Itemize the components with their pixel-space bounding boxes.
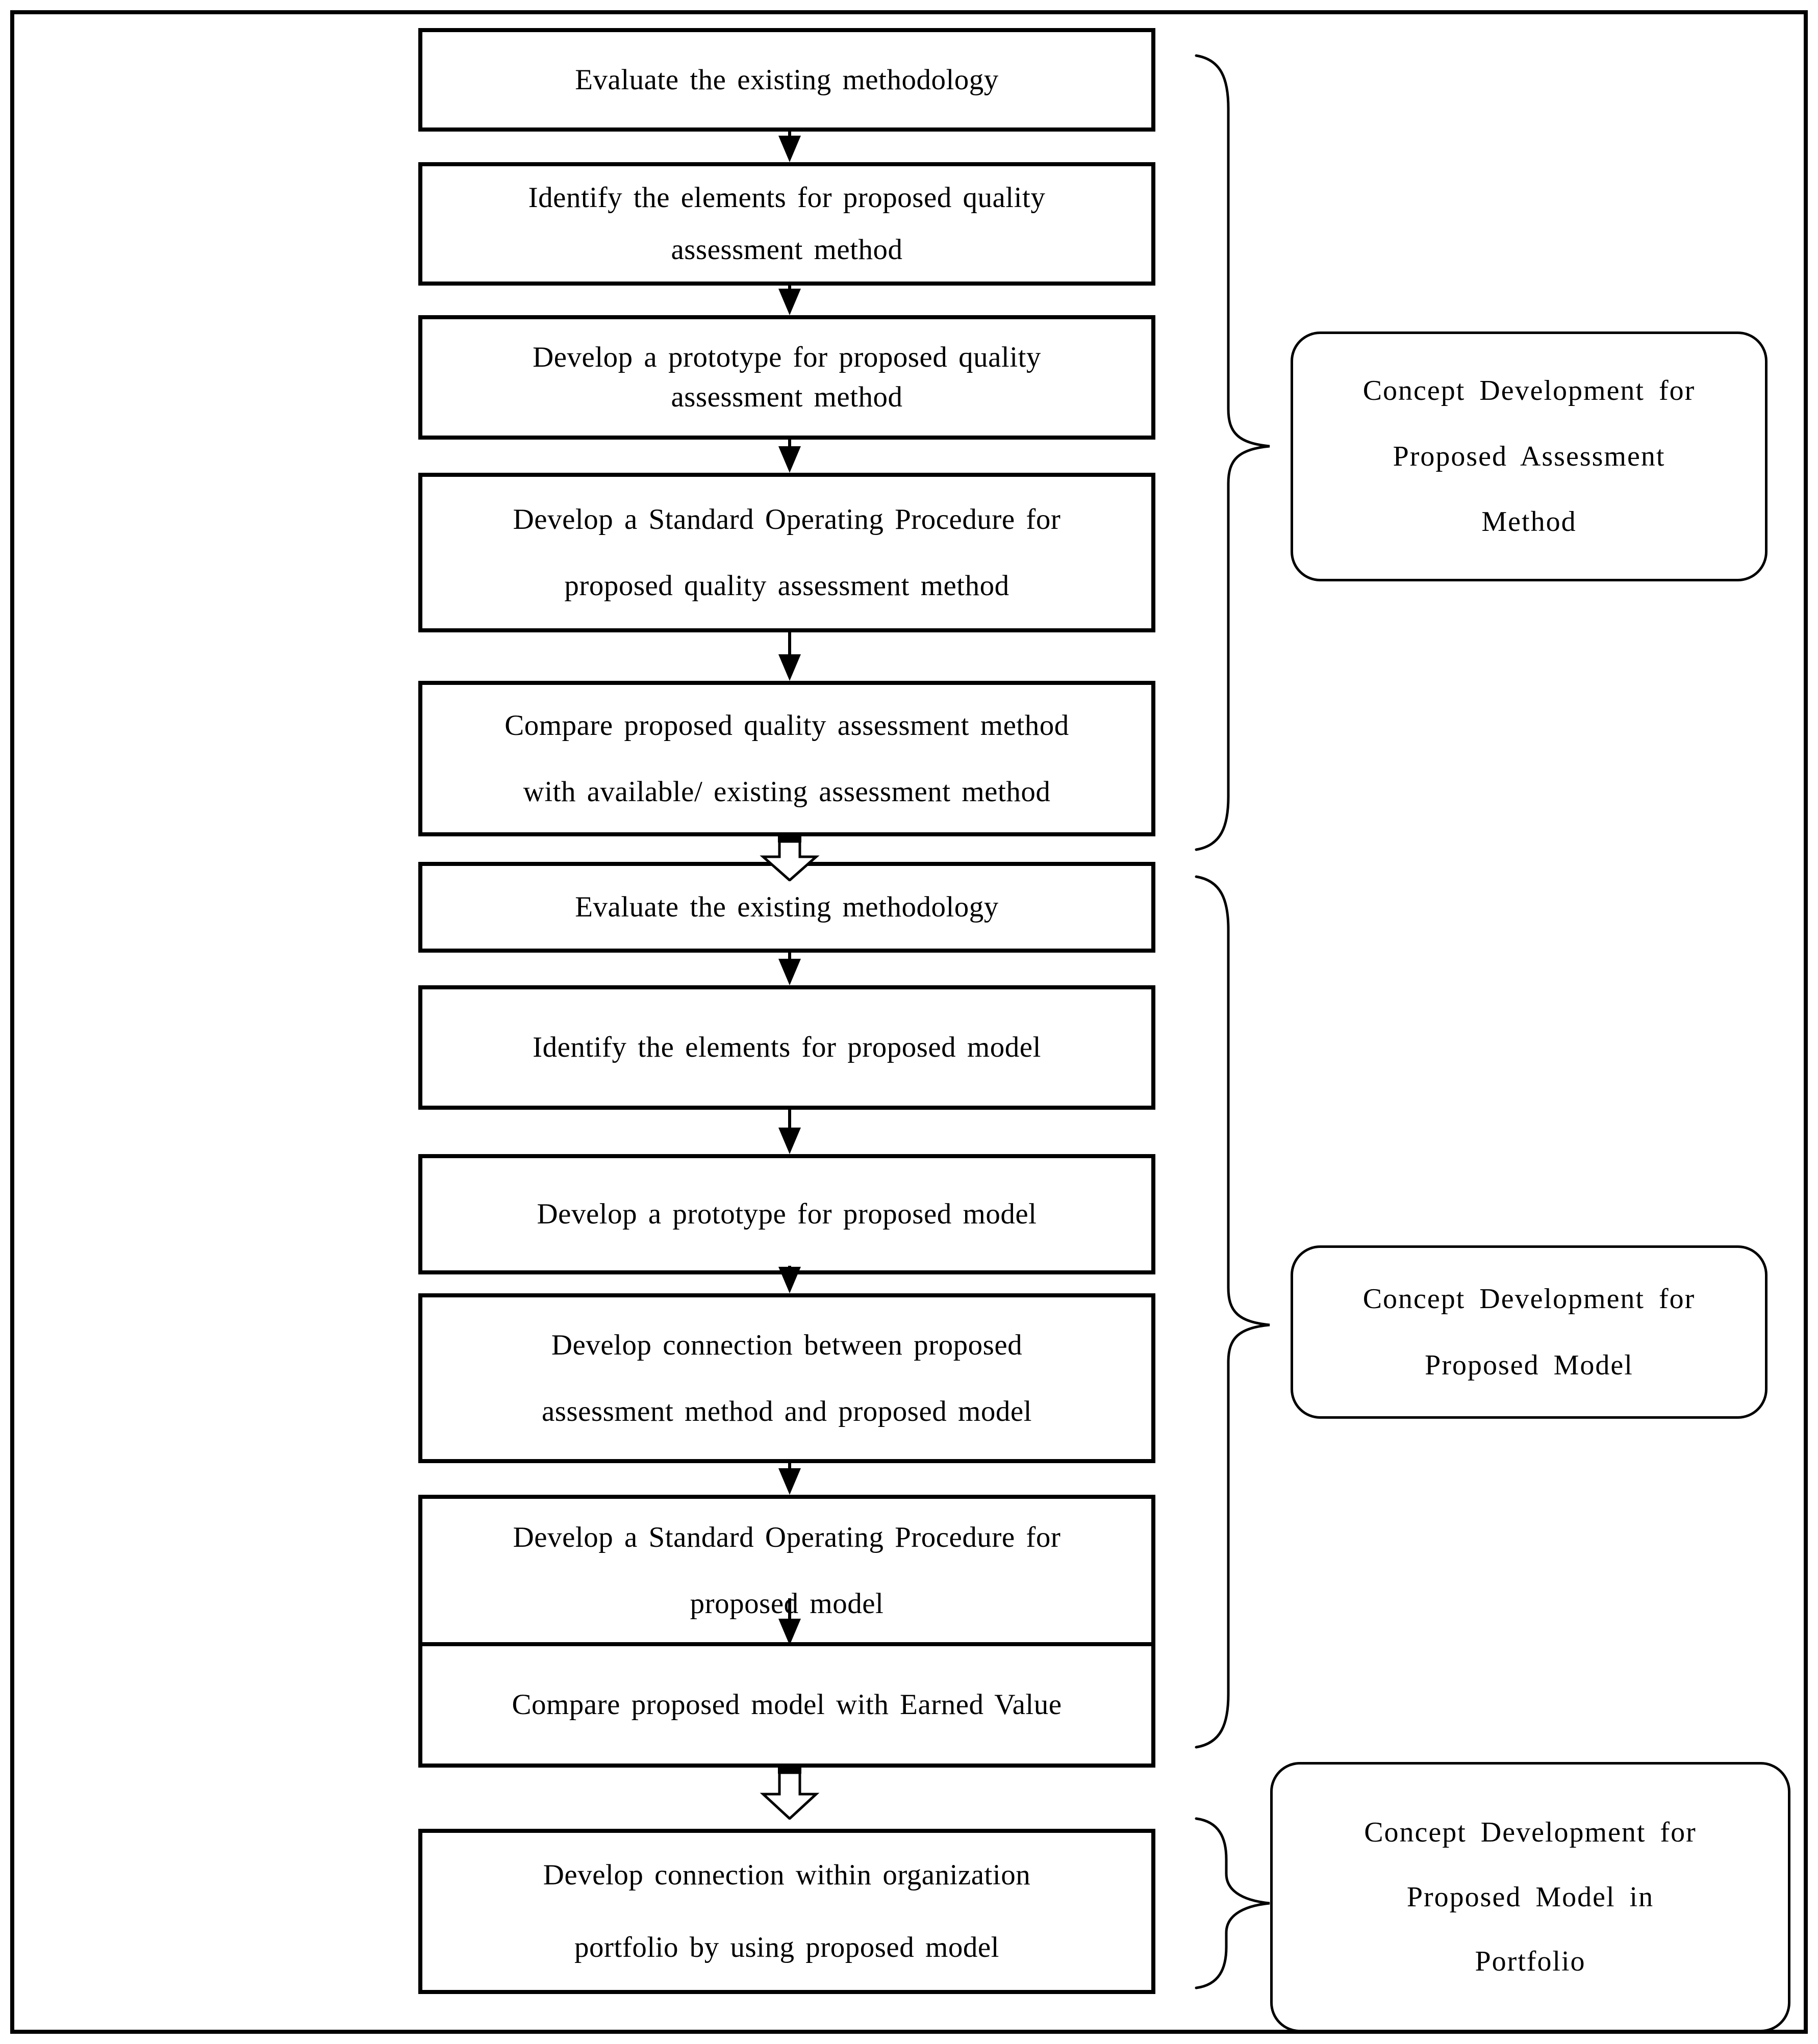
down-arrow-icon (778, 950, 801, 985)
flow-box-line: Evaluate the existing methodology (575, 891, 999, 924)
group-label-line: Concept Development for (1364, 1817, 1697, 1849)
down-arrow-icon (778, 1266, 801, 1293)
hollow-down-arrow-icon (760, 836, 820, 881)
flow-box-line: Develop a prototype for proposed quality (533, 341, 1041, 374)
flow-box-line: portfolio by using proposed model (574, 1931, 999, 1963)
down-arrow-icon (778, 1598, 801, 1645)
flow-box-line: Develop connection between proposed (551, 1328, 1023, 1361)
flow-box-line: proposed quality assessment method (564, 569, 1009, 602)
flow-box-evaluate-methodology-1: Evaluate the existing methodology (418, 28, 1155, 132)
flow-box-identify-elements-method: Identify the elements for proposed quali… (418, 162, 1155, 286)
flow-box-develop-prototype-model: Develop a prototype for proposed model (418, 1154, 1155, 1274)
down-arrow-icon (778, 1107, 801, 1154)
group-label-line: Proposed Model (1425, 1349, 1633, 1381)
flow-box-line: Identify the elements for proposed model (533, 1031, 1041, 1064)
flow-box-line: Develop a Standard Operating Procedure f… (513, 1521, 1061, 1553)
group-label-line: Method (1481, 506, 1577, 538)
hollow-down-arrow-icon (760, 1768, 820, 1820)
flow-box-develop-connection-portfolio: Develop connection within organization p… (418, 1829, 1155, 1994)
flow-box-line: with available/ existing assessment meth… (523, 775, 1051, 808)
group-label-line: Concept Development for (1362, 1283, 1696, 1315)
figure-border (10, 10, 1808, 2034)
flow-box-line: assessment method (671, 234, 903, 266)
flow-box-develop-prototype-method: Develop a prototype for proposed quality… (418, 315, 1155, 440)
group-label-model-in-portfolio: Concept Development for Proposed Model i… (1270, 1762, 1790, 2032)
group-label-assessment-method: Concept Development for Proposed Assessm… (1291, 331, 1767, 581)
down-arrow-icon (778, 283, 801, 315)
down-arrow-icon (778, 437, 801, 473)
flow-box-line: Compare proposed quality assessment meth… (504, 709, 1069, 742)
flow-box-develop-connection-method-model: Develop connection between proposed asse… (418, 1293, 1155, 1463)
group-label-proposed-model: Concept Development for Proposed Model (1291, 1245, 1767, 1419)
down-arrow-icon (778, 129, 801, 162)
flow-box-compare-model-earned-value: Compare proposed model with Earned Value (418, 1642, 1155, 1768)
flow-box-line: proposed model (690, 1587, 884, 1620)
flow-box-line: Compare proposed model with Earned Value (512, 1689, 1062, 1721)
curly-brace-icon (1195, 1817, 1270, 1989)
flow-box-line: assessment method (671, 381, 903, 413)
down-arrow-icon (778, 629, 801, 681)
curly-brace-icon (1195, 875, 1270, 1749)
flow-box-line: assessment method and proposed model (541, 1395, 1032, 1427)
group-label-line: Proposed Model in (1406, 1881, 1654, 1913)
flow-box-line: Evaluate the existing methodology (575, 63, 999, 96)
group-label-line: Proposed Assessment (1393, 440, 1665, 472)
flow-box-compare-method: Compare proposed quality assessment meth… (418, 681, 1155, 836)
flow-box-line: Identify the elements for proposed quali… (528, 182, 1046, 214)
flow-box-line: Develop connection within organization (543, 1859, 1031, 1892)
flow-box-develop-sop-method: Develop a Standard Operating Procedure f… (418, 473, 1155, 632)
group-label-line: Portfolio (1475, 1946, 1586, 1978)
group-label-line: Concept Development for (1362, 375, 1696, 407)
flow-box-line: Develop a Standard Operating Procedure f… (513, 503, 1061, 535)
flow-box-identify-elements-model: Identify the elements for proposed model (418, 985, 1155, 1110)
curly-brace-icon (1195, 54, 1270, 851)
down-arrow-icon (778, 1460, 801, 1495)
flow-box-line: Develop a prototype for proposed model (537, 1198, 1037, 1231)
